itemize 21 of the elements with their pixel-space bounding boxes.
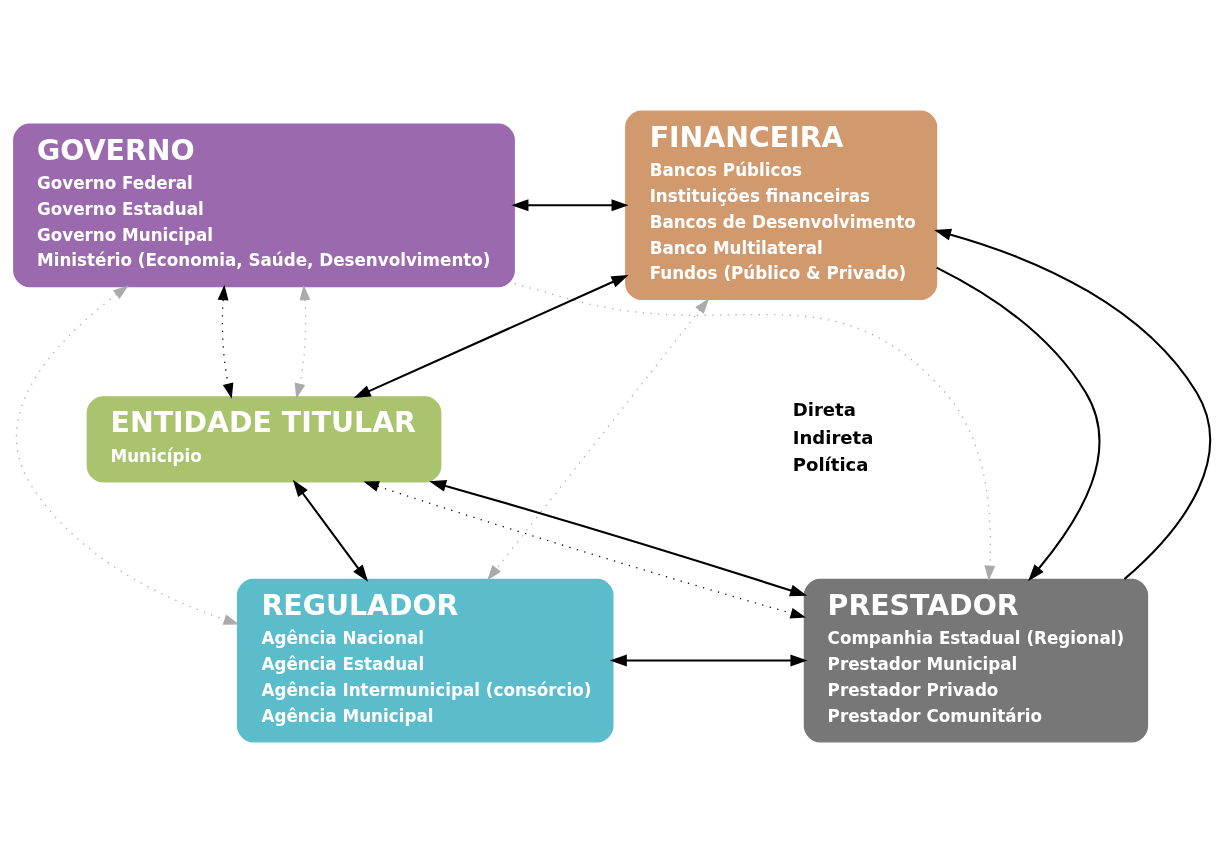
arrow	[936, 266, 1101, 581]
arrow	[217, 284, 234, 399]
node-box: FINANCEIRA Bancos Públicos Instituições financeiras Bancos de Desenvolvimento Banco Multilateral Fundos (Público & Privado)	[625, 110, 938, 300]
arrow	[934, 228, 1212, 580]
arrow	[15, 284, 240, 625]
node-box: PRESTADOR Companhia Estadual (Regional) Prestador Municipal Prestador Privado Prestador Comunitário	[803, 578, 1149, 742]
legend-label: Política	[792, 453, 869, 475]
arrow	[609, 654, 808, 667]
arrow	[429, 479, 808, 596]
arrow	[513, 282, 996, 581]
node-box: ENTIDADE TITULAR Município	[86, 395, 442, 483]
arrow	[292, 479, 369, 582]
node-box: REGULADOR Agência Nacional Agência Estadual Agência Intermunicipal (consórcio) Agência Municipal	[236, 578, 614, 742]
arrow	[363, 480, 806, 618]
legend-label: Indireta	[792, 426, 874, 448]
arrow	[487, 297, 710, 581]
arrow	[294, 284, 311, 399]
node-box: GOVERNO Governo Federal Governo Estadual Governo Municipal Ministério (Economia, Saúde, Desenvolvimento)	[13, 122, 515, 287]
arrow	[353, 274, 629, 398]
arrow	[511, 198, 629, 211]
legend-label: Direta	[792, 398, 856, 420]
